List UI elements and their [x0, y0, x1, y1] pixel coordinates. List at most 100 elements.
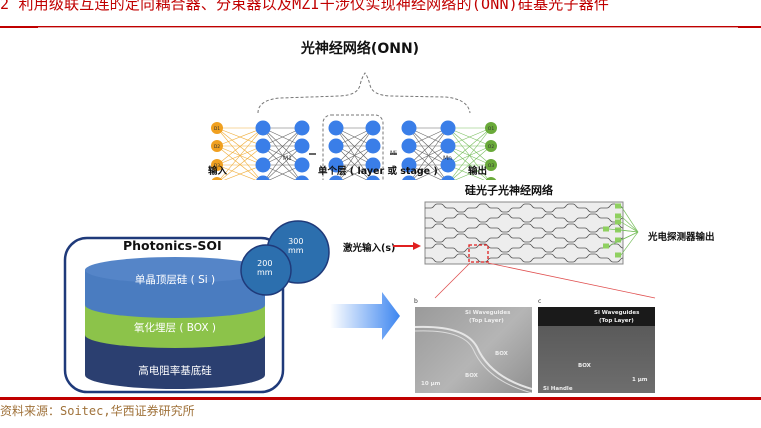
zoom-region-marker: [468, 244, 489, 263]
chip-title: 硅光子光神经网络: [465, 184, 553, 197]
detector-line: [620, 229, 639, 233]
chip-output-label: 光电探测器输出: [648, 232, 715, 243]
substrate-layer: [85, 335, 265, 389]
hidden-node: [295, 175, 309, 180]
onn-connection: [262, 127, 303, 166]
node-label: D2: [214, 144, 220, 150]
right-scale-bar: 1 μm: [632, 377, 648, 383]
chip-body: [424, 201, 624, 265]
node-label: O3: [488, 163, 495, 169]
onn-connection: [410, 127, 449, 180]
node-label: O1: [488, 126, 495, 132]
waveguide: [425, 233, 624, 243]
si-layer-label: 单晶顶层硅 ( Si ): [134, 274, 216, 286]
matrix-label-mn: Mn: [443, 155, 452, 162]
wafer-300-unit: mm: [288, 246, 304, 255]
chip-input-label: 激光输入(s): [343, 243, 396, 254]
single-layer-box: [322, 114, 384, 180]
hidden-node: [441, 175, 455, 180]
onn-connection: [411, 145, 449, 180]
hidden-node: [255, 120, 271, 136]
onn-connection: [216, 127, 264, 166]
photodetector: [615, 237, 621, 243]
node-label: D1: [214, 126, 220, 132]
detector-fanout: [608, 205, 639, 256]
onn-connection: [408, 127, 449, 166]
waveguide: [425, 253, 624, 263]
right-waveguide-label: Si Waveguides: [594, 310, 640, 316]
node-label: O2: [488, 144, 495, 150]
node-label: D3: [214, 163, 220, 169]
onn-connection: [264, 127, 303, 180]
left-panel-letter: b: [414, 298, 418, 305]
right-layer-label: (Top Layer): [599, 318, 634, 324]
left-scale-bar: 10 μm: [421, 381, 441, 387]
photodetector: [615, 252, 621, 258]
single-layer-label: 单个层 ( layer 或 stage ): [318, 166, 438, 177]
hidden-node: [401, 138, 417, 154]
hidden-node: [255, 138, 271, 154]
onn-title: 光神经网络(ONN): [300, 41, 420, 57]
detector-line: [608, 231, 639, 247]
onn-connection: [219, 127, 264, 180]
sem-micrograph-left: Si Waveguides (Top Layer) BOX BOX 10 μm: [415, 307, 532, 393]
soi-wafer-diagram: [63, 220, 330, 394]
right-handle-label: Si Handle: [543, 386, 573, 392]
photodetector: [603, 226, 609, 232]
hidden-node: [365, 120, 381, 136]
onn-connection: [447, 127, 492, 147]
onn-connection: [265, 145, 303, 180]
left-waveguide-label: Si Waveguides: [465, 310, 511, 316]
input-node: [211, 122, 223, 134]
source-note: 资料来源：Soitec,华西证券研究所: [0, 404, 195, 418]
hidden-node: [366, 175, 380, 180]
input-node: [211, 140, 223, 152]
hidden-node: [294, 157, 310, 173]
hidden-node: [255, 157, 271, 173]
detector-line: [620, 215, 639, 233]
output-node: [485, 159, 497, 171]
input-node: [211, 177, 223, 180]
laser-input-arrow: [393, 242, 421, 250]
output-node: [485, 140, 497, 152]
hidden-node: [294, 120, 310, 136]
output-node: [485, 122, 497, 134]
photodetector: [615, 213, 621, 219]
top-rule-thin: [38, 27, 738, 28]
left-box-label: BOX: [495, 351, 508, 357]
figure-title: 2 利用级联互连的定向耦合器、分束器以及MZI干涉仪实现神经网络的(ONN)硅基…: [0, 0, 610, 13]
wafer-300-value: 300: [288, 237, 304, 246]
waveguide: [425, 223, 624, 233]
onn-output-label: 输出: [468, 166, 488, 177]
hidden-node: [440, 138, 456, 154]
hidden-node: [365, 157, 381, 173]
hidden-node: [294, 138, 310, 154]
output-node: [485, 177, 497, 180]
waveguide: [425, 203, 624, 213]
hidden-node: [365, 138, 381, 154]
onn-input-label: 输入: [208, 166, 228, 177]
hidden-node: [401, 120, 417, 136]
matrix-label-mi: Mi: [390, 150, 397, 157]
soi-title: Photonics-SOI: [123, 238, 222, 253]
photodetector: [603, 243, 609, 249]
onn-connection: [447, 127, 492, 166]
hidden-node: [440, 157, 456, 173]
onn-connection: [223, 164, 264, 180]
matrix-label-m1: M1: [283, 155, 292, 162]
right-panel-letter: c: [538, 298, 542, 305]
onn-connection: [449, 127, 492, 180]
substrate-layer-label: 高电阻率基底硅: [138, 365, 212, 377]
hidden-node: [256, 175, 270, 180]
waveguide: [425, 213, 624, 223]
detector-line: [620, 221, 639, 233]
hidden-node: [401, 157, 417, 173]
photodetector: [615, 203, 621, 209]
onn-brace: [257, 72, 471, 114]
hidden-node: [440, 120, 456, 136]
hidden-node: [328, 157, 344, 173]
zoom-lines: [434, 262, 656, 299]
sem-micrograph-right: Si Waveguides (Top Layer) BOX Si Handle …: [538, 307, 655, 393]
onn-network-diagram: D1D2D3DnO1O2O3On: [211, 72, 497, 180]
